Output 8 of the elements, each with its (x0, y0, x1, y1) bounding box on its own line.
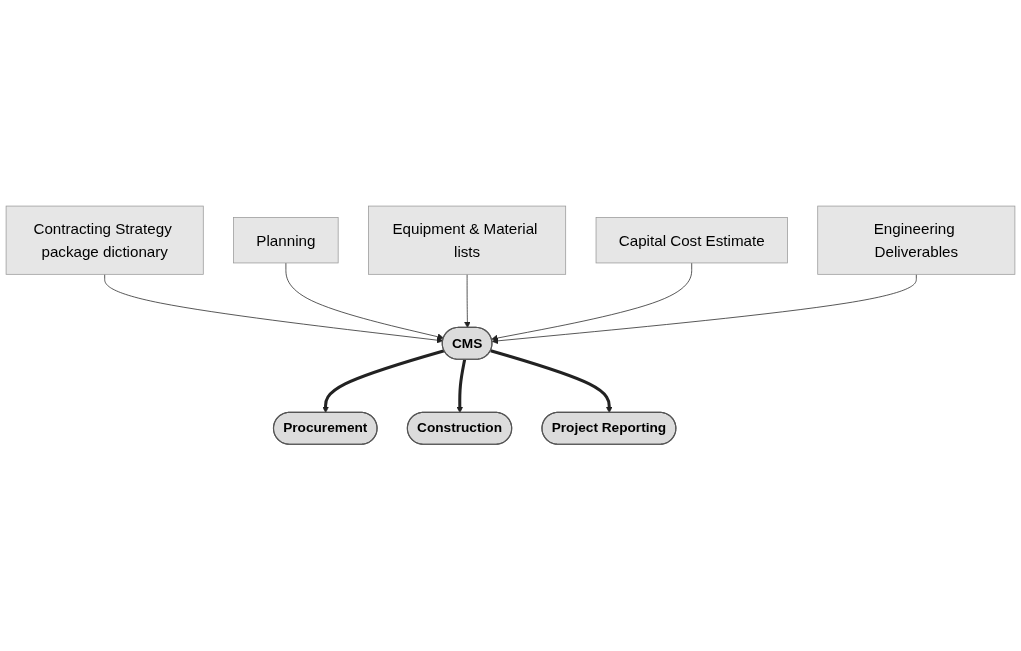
node-box: Contracting Strategy package dictionary (5, 206, 204, 276)
node-box: Engineering Deliverables (817, 206, 1016, 276)
node-box: Planning (233, 217, 339, 264)
arrow (490, 349, 613, 414)
arrow (322, 349, 445, 414)
arrow (456, 359, 467, 414)
node-box: Capital Cost Estimate (595, 217, 788, 264)
node-box: Equipment & Material lists (368, 206, 567, 276)
